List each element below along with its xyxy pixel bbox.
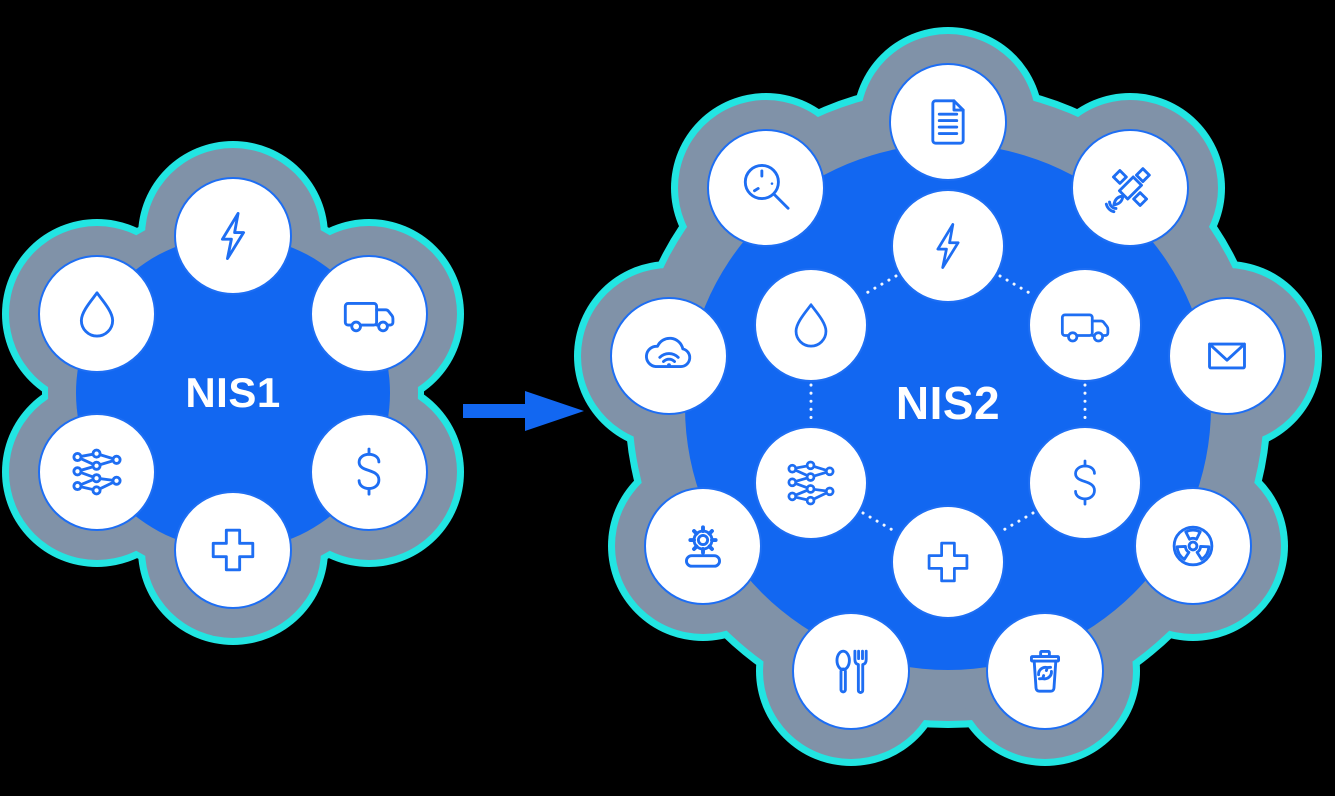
sector-cloud-computing-icon [610,297,728,415]
sector-energy-icon [891,189,1005,303]
sector-public-administration-icon [889,63,1007,181]
sector-postal-icon [1168,297,1286,415]
sector-banking-icon [1028,426,1142,540]
nis1-label: NIS1 [185,369,281,416]
sector-digital-infrastructure-icon [38,413,156,531]
sector-research-icon [707,129,825,247]
sector-water-icon [38,255,156,373]
sector-health-icon [174,491,292,609]
nis2-inner-connectors [809,274,1087,534]
sector-food-icon [792,612,910,730]
transition-arrow [463,391,584,431]
sector-water-icon [754,268,868,382]
sector-banking-icon [310,413,428,531]
sector-nuclear-icon [1134,487,1252,605]
sector-energy-icon [174,177,292,295]
sector-space-icon [1071,129,1189,247]
sector-transport-icon [1028,268,1142,382]
sector-transport-icon [310,255,428,373]
sector-waste-management-icon [986,612,1104,730]
sector-health-icon [891,505,1005,619]
nis1-cluster [2,141,464,645]
sector-digital-infrastructure-icon [754,426,868,540]
sector-manufacturing-icon [644,487,762,605]
nis2-label: NIS2 [895,377,1001,429]
nis2-cluster [574,27,1322,766]
